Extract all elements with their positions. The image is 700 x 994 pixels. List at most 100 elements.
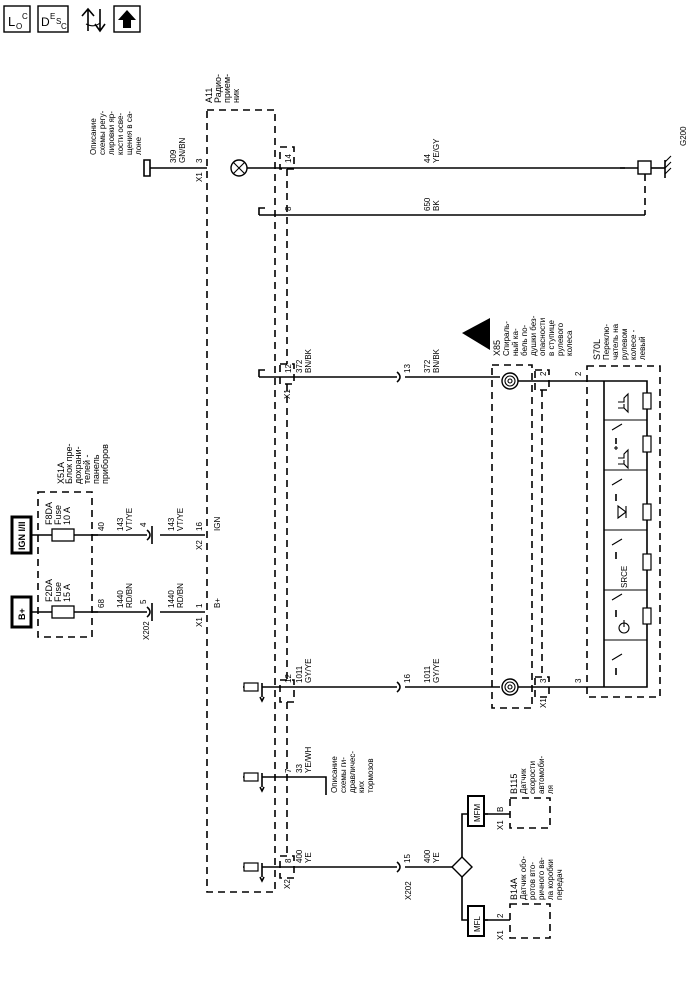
- svg-text:33: 33: [295, 764, 304, 773]
- svg-text:X2: X2: [283, 879, 292, 889]
- svg-text:400: 400: [423, 849, 432, 863]
- switch-s70l: S70L Переклю- чатель на рулевом колесе -…: [574, 323, 661, 698]
- svg-text:F8DA: F8DA: [44, 502, 54, 525]
- svg-text:передач: передач: [555, 869, 564, 900]
- connector-view-icon: [81, 7, 106, 33]
- svg-text:10 A: 10 A: [62, 507, 72, 525]
- connector-view-button[interactable]: [81, 7, 106, 33]
- svg-text:8: 8: [284, 858, 293, 863]
- svg-text:левый: левый: [638, 336, 647, 360]
- svg-text:ких: ких: [357, 781, 366, 793]
- fuse-block-id: X51A: [56, 462, 66, 484]
- svg-text:лировки яр-: лировки яр-: [107, 111, 116, 155]
- desc-sup-text: E: [50, 12, 55, 21]
- svg-text:MFM: MFM: [473, 803, 482, 822]
- mfl-tag: MFL: [467, 905, 485, 937]
- svg-text:1440: 1440: [116, 590, 125, 608]
- svg-text:прием-: прием-: [222, 74, 232, 103]
- clockspring-id: X85: [492, 340, 502, 356]
- switch-name: Переклю- чатель на рулевом колесе - левы…: [602, 323, 647, 360]
- mfm-tag: MFM: [467, 795, 485, 827]
- svg-text:372: 372: [295, 359, 304, 373]
- svg-text:40: 40: [97, 522, 106, 531]
- wire-33: 7 33 YE/WH Описание схемы ги- дравличес-…: [243, 747, 375, 795]
- toolbar: L O C D E S C: [3, 5, 141, 33]
- fuse-f8da: F8DA Fuse 10 A 40: [44, 502, 106, 542]
- svg-text:X202: X202: [404, 881, 413, 900]
- svg-text:650: 650: [423, 197, 432, 211]
- ground-icon: [664, 155, 672, 178]
- clockspring-name: Спираль- ный ка- бель по- душки без- опа…: [502, 315, 574, 356]
- svg-text:VT/YE: VT/YE: [176, 508, 185, 531]
- svg-text:B115: B115: [509, 774, 519, 794]
- svg-text:15 A: 15 A: [62, 584, 72, 602]
- svg-text:ный ка-: ный ка-: [511, 328, 520, 356]
- svg-text:дравличес-: дравличес-: [348, 751, 357, 793]
- svg-text:3: 3: [539, 678, 548, 683]
- svg-text:3: 3: [195, 158, 204, 163]
- svg-text:BN/BK: BN/BK: [304, 348, 313, 373]
- location-button[interactable]: L O C: [3, 5, 31, 33]
- svg-text:Описание: Описание: [330, 756, 339, 793]
- svg-text:ник: ник: [231, 89, 241, 103]
- svg-text:68: 68: [97, 599, 106, 608]
- up-arrow-button[interactable]: [113, 5, 141, 33]
- svg-text:2: 2: [496, 913, 505, 918]
- svg-text:Блок пре-: Блок пре-: [64, 444, 74, 484]
- loc-main-text: L: [8, 14, 15, 29]
- svg-text:13: 13: [403, 364, 412, 373]
- svg-text:в ступице: в ступице: [547, 319, 556, 356]
- svg-text:X1: X1: [539, 698, 548, 708]
- svg-text:16: 16: [403, 674, 412, 683]
- svg-text:YE: YE: [304, 852, 313, 863]
- svg-text:лоне: лоне: [134, 136, 143, 155]
- loc-sub-text: O: [16, 22, 22, 31]
- svg-text:душки без-: душки без-: [529, 315, 538, 356]
- brake-note: Описание схемы ги- дравличес- ких тормоз…: [330, 751, 375, 793]
- desc-sub-text: C: [61, 22, 67, 31]
- loc-sup-text: C: [22, 12, 28, 21]
- volume-up-icon: [614, 446, 629, 470]
- svg-text:Спираль-: Спираль-: [502, 321, 511, 356]
- svg-text:YE/GY: YE/GY: [432, 138, 441, 163]
- svg-text:400: 400: [295, 849, 304, 863]
- airbag-warning-icon: [462, 318, 490, 350]
- svg-text:B+: B+: [213, 598, 222, 608]
- seek-icon: [617, 504, 627, 520]
- dimming-note: Описание схемы регу- лировки яр- кости о…: [89, 110, 143, 155]
- svg-text:тормозов: тормозов: [366, 758, 375, 793]
- fuse-block-x51a: X51A Блок пре- дохрани- телей - панель п…: [37, 444, 110, 638]
- svg-text:телей -: телей -: [82, 454, 92, 484]
- sensor-b115: X1 B B115 Датчик скорости автомоби- ля: [484, 755, 555, 830]
- svg-text:скорости: скорости: [528, 761, 537, 794]
- desc-main-text: D: [41, 15, 50, 29]
- svg-text:RD/BN: RD/BN: [125, 583, 134, 608]
- svg-text:схемы ги-: схемы ги-: [339, 757, 348, 793]
- svg-text:ла коробки: ла коробки: [546, 859, 555, 900]
- coil-icon: [501, 678, 519, 696]
- description-button[interactable]: D E S C: [37, 5, 69, 33]
- volume-down-icon: [618, 392, 629, 414]
- svg-text:4: 4: [139, 522, 148, 527]
- svg-text:VT/YE: VT/YE: [125, 508, 134, 531]
- svg-text:чатель на: чатель на: [611, 323, 620, 360]
- svg-text:309: 309: [169, 149, 178, 163]
- svg-text:12: 12: [284, 364, 293, 373]
- svg-text:Fuse: Fuse: [53, 505, 63, 525]
- svg-text:опасности: опасности: [538, 318, 547, 356]
- svg-text:1011: 1011: [295, 665, 304, 683]
- radio-name: Радио- прием- ник: [213, 74, 241, 103]
- svg-text:бель по-: бель по-: [520, 324, 529, 356]
- svg-text:3: 3: [574, 678, 583, 683]
- svg-text:15: 15: [403, 854, 412, 863]
- svg-text:7: 7: [284, 768, 293, 773]
- svg-text:143: 143: [167, 517, 176, 531]
- svg-text:панель: панель: [91, 454, 101, 484]
- fuse-f2da: F2DA Fuse 15 A 68: [44, 579, 106, 619]
- svg-text:F2DA: F2DA: [44, 579, 54, 602]
- radio-id: A11: [204, 88, 214, 103]
- svg-text:ричного ва-: ричного ва-: [537, 857, 546, 900]
- svg-text:372: 372: [423, 359, 432, 373]
- svg-text:YE/WH: YE/WH: [304, 747, 313, 773]
- svg-text:щения в са-: щения в са-: [125, 111, 134, 155]
